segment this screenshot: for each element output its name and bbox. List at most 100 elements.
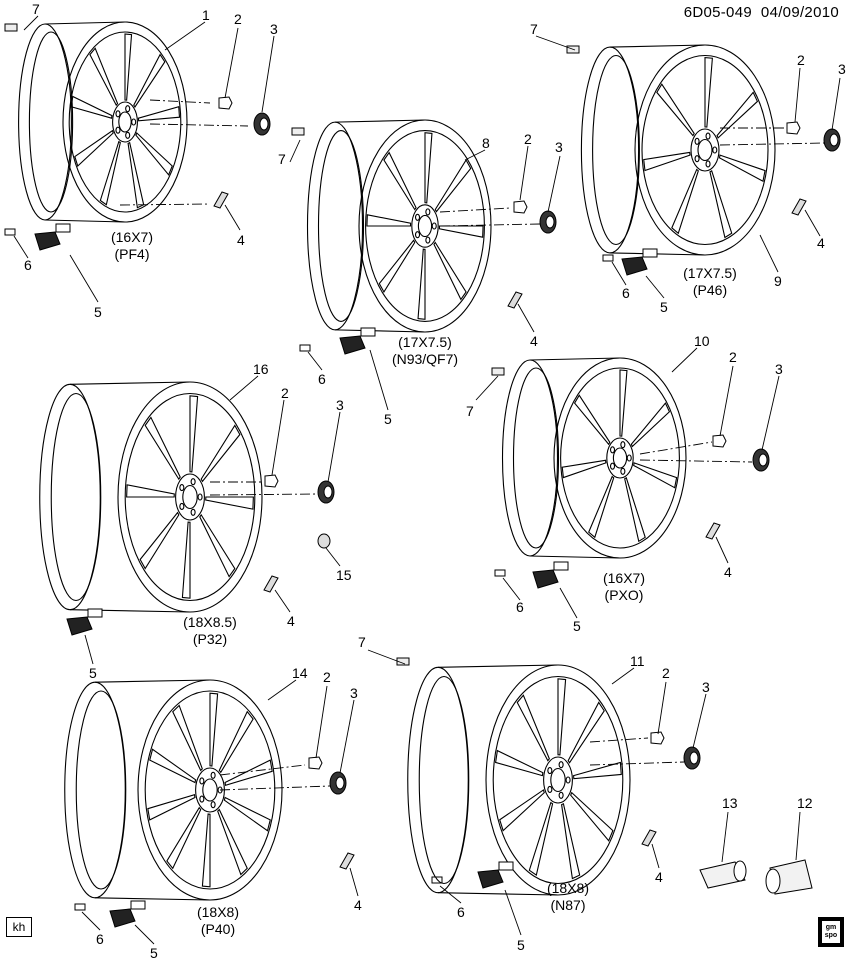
core-part-31 xyxy=(74,903,86,911)
callout-tpms-b[interactable]: 5 xyxy=(384,411,392,427)
leader-line xyxy=(327,411,341,483)
callout-lug-nut-b[interactable]: 2 xyxy=(524,131,532,147)
callout-valve-core-b[interactable]: 6 xyxy=(318,371,326,387)
callout-weight-g[interactable]: 4 xyxy=(655,869,663,885)
wheel-spoke xyxy=(528,801,554,877)
valve-core-body xyxy=(4,228,16,236)
callout-center-cap-a[interactable]: 3 xyxy=(270,21,278,37)
callout-lug-nut-c[interactable]: 2 xyxy=(797,52,805,68)
wheel-lug-hole xyxy=(199,795,205,803)
leader-line xyxy=(804,209,821,237)
diagram-id: 6D05-049 xyxy=(683,4,752,21)
callout-valve-core-e[interactable]: 6 xyxy=(516,599,524,615)
callout-tpms-a[interactable]: 5 xyxy=(94,304,102,320)
leader-line xyxy=(261,35,275,113)
leader-line xyxy=(611,261,627,286)
callout-center-cap-f[interactable]: 3 xyxy=(350,685,358,701)
wheel-hub-bore xyxy=(202,778,218,802)
wheel-lug-hole xyxy=(620,441,626,449)
callout-lug-nut-d[interactable]: 2 xyxy=(281,385,289,401)
tpms-body xyxy=(532,569,559,589)
wheel-spoke xyxy=(499,789,545,832)
axis-line xyxy=(589,761,685,766)
callout-tpms-g[interactable]: 5 xyxy=(517,937,525,953)
wheel-face-rim xyxy=(62,21,188,223)
wheel-hub-bore xyxy=(697,138,713,162)
cap-part-2 xyxy=(253,112,271,136)
callout-weight-c[interactable]: 4 xyxy=(817,235,825,251)
callout-wheel-10[interactable]: 10 xyxy=(694,333,710,349)
wheel-lug-hole xyxy=(626,454,632,462)
wheel-barrel-inner xyxy=(512,367,560,549)
callout-wheel-1[interactable]: 1 xyxy=(202,7,210,23)
callout-valve-core-f[interactable]: 6 xyxy=(96,931,104,947)
callout-insert[interactable]: 15 xyxy=(336,567,352,583)
callout-valve-stem-d[interactable]: 7 xyxy=(466,403,474,419)
wheel-barrel-edge-top xyxy=(69,381,191,385)
callout-tpms-d[interactable]: 5 xyxy=(89,665,97,681)
callout-valve-core-g[interactable]: 6 xyxy=(457,904,465,920)
wheel-face-inner-rim xyxy=(560,367,680,549)
callout-valve-core-c[interactable]: 6 xyxy=(622,285,630,301)
callout-center-cap-c[interactable]: 3 xyxy=(838,61,846,77)
wheel-lug-hole xyxy=(547,766,553,775)
wheel-lug-hole xyxy=(705,132,711,140)
valve-stem-body xyxy=(396,657,410,666)
tpms-stem xyxy=(553,561,569,571)
callout-lug-nut-a[interactable]: 2 xyxy=(234,11,242,27)
callout-lock-nut[interactable]: 12 xyxy=(797,795,813,811)
callout-center-cap-g[interactable]: 3 xyxy=(702,679,710,695)
leader-line xyxy=(267,679,297,701)
wheel-barrel-rim xyxy=(64,681,126,899)
callout-wheel-8[interactable]: 8 xyxy=(482,135,490,151)
callout-valve-core-a[interactable]: 6 xyxy=(24,257,32,273)
wheel-spoke xyxy=(378,239,416,294)
wheel-spoke xyxy=(560,802,581,880)
callout-center-cap-e[interactable]: 3 xyxy=(775,361,783,377)
leader-line xyxy=(795,811,801,861)
wheel-lug-hole xyxy=(425,236,431,244)
callout-valve-stem-a[interactable]: 7 xyxy=(32,1,40,17)
weight-part-9 xyxy=(507,291,523,309)
wheel-lug-hole xyxy=(425,208,431,216)
wheel-lug-hole xyxy=(558,761,564,769)
callout-wheel-14[interactable]: 14 xyxy=(292,665,308,681)
callout-weight-e[interactable]: 4 xyxy=(724,564,732,580)
wheel-hub-bore xyxy=(550,767,566,793)
callout-tpms-f[interactable]: 5 xyxy=(150,945,158,961)
wheel-spoke xyxy=(573,761,622,780)
callout-center-cap-d[interactable]: 3 xyxy=(336,397,344,413)
callout-center-cap-b[interactable]: 3 xyxy=(555,139,563,155)
callout-valve-stem-b[interactable]: 7 xyxy=(278,151,286,167)
callout-lug-nut-e[interactable]: 2 xyxy=(729,349,737,365)
wheel-face-rim xyxy=(634,44,776,256)
callout-weight-f[interactable]: 4 xyxy=(354,897,362,913)
tpms-stem xyxy=(498,861,514,871)
lug-nut-body xyxy=(308,756,323,770)
callout-valve-stem-c[interactable]: 7 xyxy=(530,21,538,37)
wheel-lug-hole xyxy=(179,483,185,492)
callout-lock-key[interactable]: 13 xyxy=(722,795,738,811)
wheel-spoke xyxy=(557,678,567,756)
callout-tpms-e[interactable]: 5 xyxy=(573,618,581,634)
leader-line xyxy=(315,685,328,759)
axis-line xyxy=(149,123,249,127)
callout-wheel-16[interactable]: 16 xyxy=(253,361,269,377)
callout-wheel-9[interactable]: 9 xyxy=(774,273,782,289)
callout-valve-stem-e[interactable]: 7 xyxy=(358,634,366,650)
callout-lug-nut-g[interactable]: 2 xyxy=(662,665,670,681)
callout-tpms-c[interactable]: 5 xyxy=(660,299,668,315)
callout-wheel-11[interactable]: 11 xyxy=(630,653,645,669)
nut-part-13 xyxy=(786,121,801,135)
wheel-barrel-inner xyxy=(317,130,365,322)
callout-weight-b[interactable]: 4 xyxy=(530,333,538,349)
spec-code: (N87) xyxy=(550,897,586,913)
callout-weight-d[interactable]: 4 xyxy=(287,613,295,629)
callout-lug-nut-f[interactable]: 2 xyxy=(323,669,331,685)
nut-part-18 xyxy=(264,474,279,488)
wheel-barrel-inner xyxy=(592,54,640,246)
wheel-barrel-rim xyxy=(580,46,640,254)
wheel-spoke xyxy=(567,701,605,764)
callout-weight-a[interactable]: 4 xyxy=(237,232,245,248)
